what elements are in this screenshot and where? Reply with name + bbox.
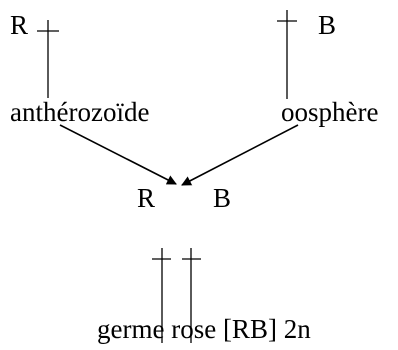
label-zygote-right: B: [213, 183, 232, 213]
label-zygote-left: R: [137, 183, 156, 213]
arrow-right: [181, 124, 299, 186]
label-parent-right: B: [318, 10, 337, 40]
label-result: germe rose [RB] 2n: [97, 314, 311, 344]
label-parent-left: R: [10, 10, 29, 40]
label-gamete-right: oosphère: [281, 97, 379, 127]
label-gamete-left: anthérozoïde: [10, 97, 150, 127]
arrow-left: [59, 124, 177, 185]
